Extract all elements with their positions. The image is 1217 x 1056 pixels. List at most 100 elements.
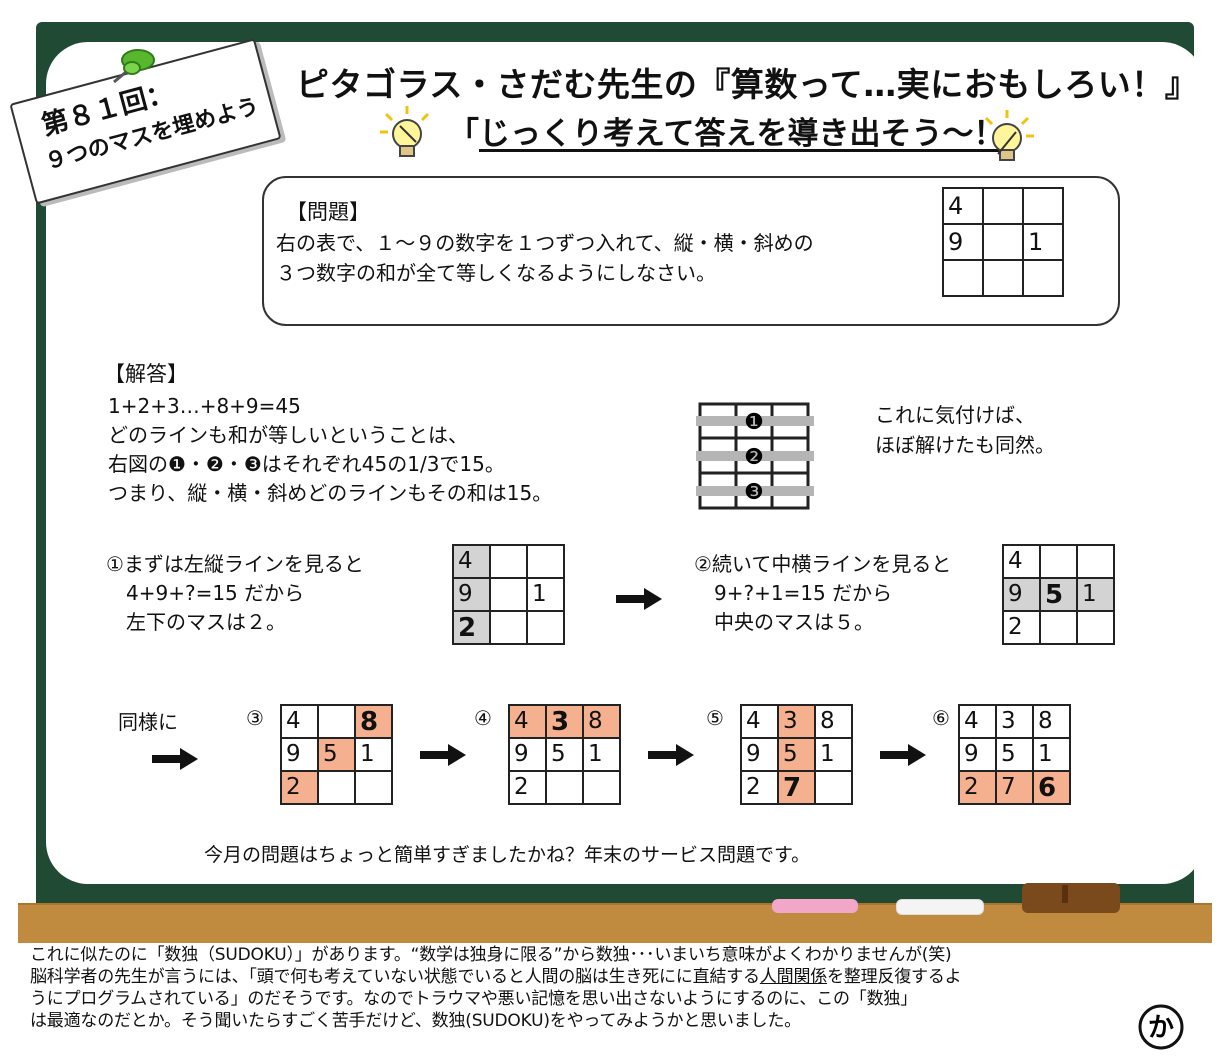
grid-cell <box>317 770 356 805</box>
grid-cell: 8 <box>814 704 853 739</box>
grid-cell: 2 <box>452 610 491 645</box>
page-subtitle: 「じっくり考えて答えを導き出そう～！」 <box>448 108 1035 153</box>
problem-label: 【問題】 <box>286 200 370 224</box>
grid-cell <box>1076 610 1115 645</box>
eraser <box>1022 883 1120 913</box>
grid-cell: 4 <box>280 704 319 739</box>
grid-cell: 4 <box>942 187 984 225</box>
footer-line: うにプログラムされている」のだそうです。なのでトラウマや悪い記憶を思い出さないよ… <box>30 989 917 1009</box>
answer-label: 【解答】 <box>104 362 188 386</box>
answer-line: 右図の❶・❷・❸はそれぞれ45の1/3で15。 <box>108 452 505 476</box>
footer-line: これに似たのに「数独（SUDOKU）」があります。“数学は独身に限る”から数独･… <box>30 945 952 965</box>
step-line: 9+?+1=15 だから <box>694 581 893 605</box>
marker-2: ❷ <box>744 445 764 470</box>
logo-text: か <box>1148 1013 1174 1043</box>
grid-cell <box>1022 187 1064 225</box>
answer-text: 1+2+3…+8+9=45 どのラインも和が等しいということは、 右図の❶・❷・… <box>108 392 552 508</box>
pink-chalk <box>772 899 858 913</box>
grid-cell: 9 <box>740 737 779 772</box>
grid-cell <box>982 259 1024 297</box>
grid-cell: 1 <box>526 577 565 612</box>
grid-cell <box>489 544 528 579</box>
step3-label: ③ <box>246 706 264 730</box>
grid-cell <box>526 610 565 645</box>
arrow-right-icon <box>880 744 926 766</box>
grid-cell <box>489 610 528 645</box>
note-line: ほぼ解けたも同然。 <box>875 433 1055 457</box>
grid-cell <box>982 187 1024 225</box>
problem-text: 右の表で、１～９の数字を１つずつ入れて、縦・横・斜めの ３つ数字の和が全て等しく… <box>276 228 814 288</box>
grid-cell: 1 <box>1076 577 1115 612</box>
footer-text: これに似たのに「数独（SUDOKU）」があります。“数学は独身に限る”から数独･… <box>30 944 962 1032</box>
step-line: 中央のマスは５。 <box>694 610 874 634</box>
logo-ka-icon: か <box>1138 1004 1184 1050</box>
grid-cell: 9 <box>452 577 491 612</box>
pushpin-icon <box>113 49 155 84</box>
grid-cell <box>1076 544 1115 579</box>
similarly-label: 同様に <box>118 710 178 734</box>
step2-text: ②続いて中横ラインを見ると 9+?+1=15 だから 中央のマスは５。 <box>694 550 951 637</box>
note-line: これに気付けば、 <box>875 403 1035 427</box>
grid-cell: 1 <box>354 737 393 772</box>
footer-line-part: を整理反復するよ <box>827 967 962 987</box>
answer-line: つまり、縦・横・斜めどのラインもその和は15。 <box>108 481 553 505</box>
grid-cell: 6 <box>1032 770 1071 805</box>
chalk-tray <box>18 903 1212 943</box>
grid-cell: 2 <box>958 770 997 805</box>
grid-cell <box>582 770 621 805</box>
grid-cell <box>982 223 1024 261</box>
grid-cell: 4 <box>508 704 547 739</box>
step5-label: ⑤ <box>706 706 724 730</box>
grid-cell <box>1039 544 1078 579</box>
step1-text: ①まずは左縦ラインを見ると 4+9+?=15 だから 左下のマスは２。 <box>106 550 364 637</box>
grid-cell: 1 <box>1022 223 1064 261</box>
grid-cell: 3 <box>777 704 816 739</box>
problem-line: ３つ数字の和が全て等しくなるようにしなさい。 <box>276 261 716 285</box>
step6-label: ⑥ <box>932 706 950 730</box>
grid-cell: 4 <box>958 704 997 739</box>
page-title: ピタゴラス・さだむ先生の『算数って…実におもしろい！』 <box>296 65 1199 104</box>
grid-cell: 1 <box>582 737 621 772</box>
grid-cell: 9 <box>958 737 997 772</box>
footer-underlined: 人間関係 <box>759 967 828 987</box>
grid-cell <box>1039 610 1078 645</box>
grid-cell <box>317 704 356 739</box>
lightbulb-icon <box>380 106 430 157</box>
footer-line: は最適なのだとか。そう聞いたらすごく苦手だけど、数独(SUDOKU)をやってみよ… <box>30 1011 801 1031</box>
grid-cell: 5 <box>995 737 1034 772</box>
grid-cell: 9 <box>280 737 319 772</box>
step-line: ①まずは左縦ラインを見ると <box>106 552 364 576</box>
grid-cell: 5 <box>777 737 816 772</box>
grid-cell: 2 <box>280 770 319 805</box>
white-chalk <box>896 899 984 915</box>
grid-cell: 3 <box>545 704 584 739</box>
grid-cell: 1 <box>1032 737 1071 772</box>
step-line: 左下のマスは２。 <box>106 610 286 634</box>
grid-cell: 8 <box>1032 704 1071 739</box>
marker-3: ❸ <box>744 480 764 505</box>
grid-cell: 8 <box>582 704 621 739</box>
problem-line: 右の表で、１～９の数字を１つずつ入れて、縦・横・斜めの <box>276 231 814 255</box>
grid-cell: 5 <box>1039 577 1078 612</box>
marker-1: ❶ <box>744 410 764 435</box>
footer-line: 脳科学者の先生が言うには、「頭で何も考えていない状態でいると人間の脳は生き死にに… <box>30 966 962 988</box>
grid-cell <box>814 770 853 805</box>
grid-cell <box>1022 259 1064 297</box>
grid-cell <box>354 770 393 805</box>
grid-cell <box>489 577 528 612</box>
grid-cell: 7 <box>777 770 816 805</box>
grid-cell: 5 <box>545 737 584 772</box>
grid-cell: 9 <box>508 737 547 772</box>
arrow-right-icon <box>420 744 466 766</box>
subtitle-open-bracket: 「 <box>448 116 479 152</box>
closing-remark: 今月の問題はちょっと簡単すぎましたかね？年末のサービス問題です。 <box>204 844 811 866</box>
row-lines-diagram: ❶ ❷ ❸ <box>696 402 814 510</box>
grid-cell <box>526 544 565 579</box>
subtitle-text: じっくり考えて答えを導き出そう～！ <box>479 116 1005 152</box>
